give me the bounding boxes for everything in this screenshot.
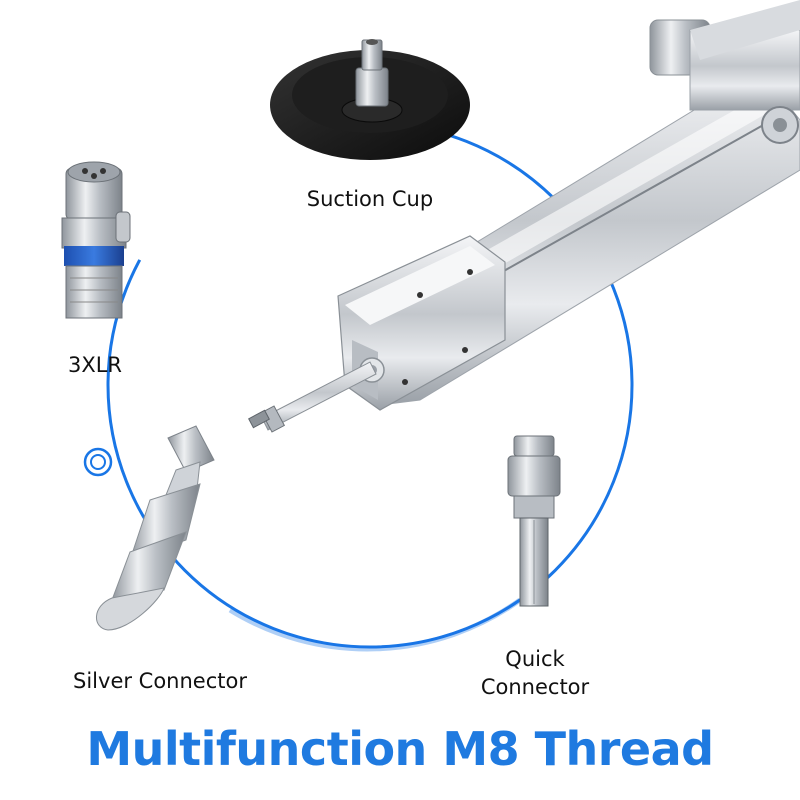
- quick-connector-label-line2: Connector: [480, 675, 590, 699]
- suction-cup-icon: [270, 39, 470, 160]
- quick-connector-label: Quick Connector: [455, 645, 615, 701]
- quick-connector-icon: [507, 435, 561, 607]
- silver-connector-icon: [96, 425, 215, 631]
- actuator-rod: [248, 0, 800, 433]
- suction-cup-label: Suction Cup: [306, 187, 434, 211]
- silver-connector-label: Silver Connector: [73, 669, 247, 693]
- headline: Multifunction M8 Thread: [86, 722, 714, 776]
- quick-connector-label-line1: Quick: [505, 647, 565, 671]
- xlr-label: 3XLR: [67, 353, 123, 377]
- ring-marker-icon: [83, 447, 113, 477]
- xlr-plug-icon: [61, 161, 131, 319]
